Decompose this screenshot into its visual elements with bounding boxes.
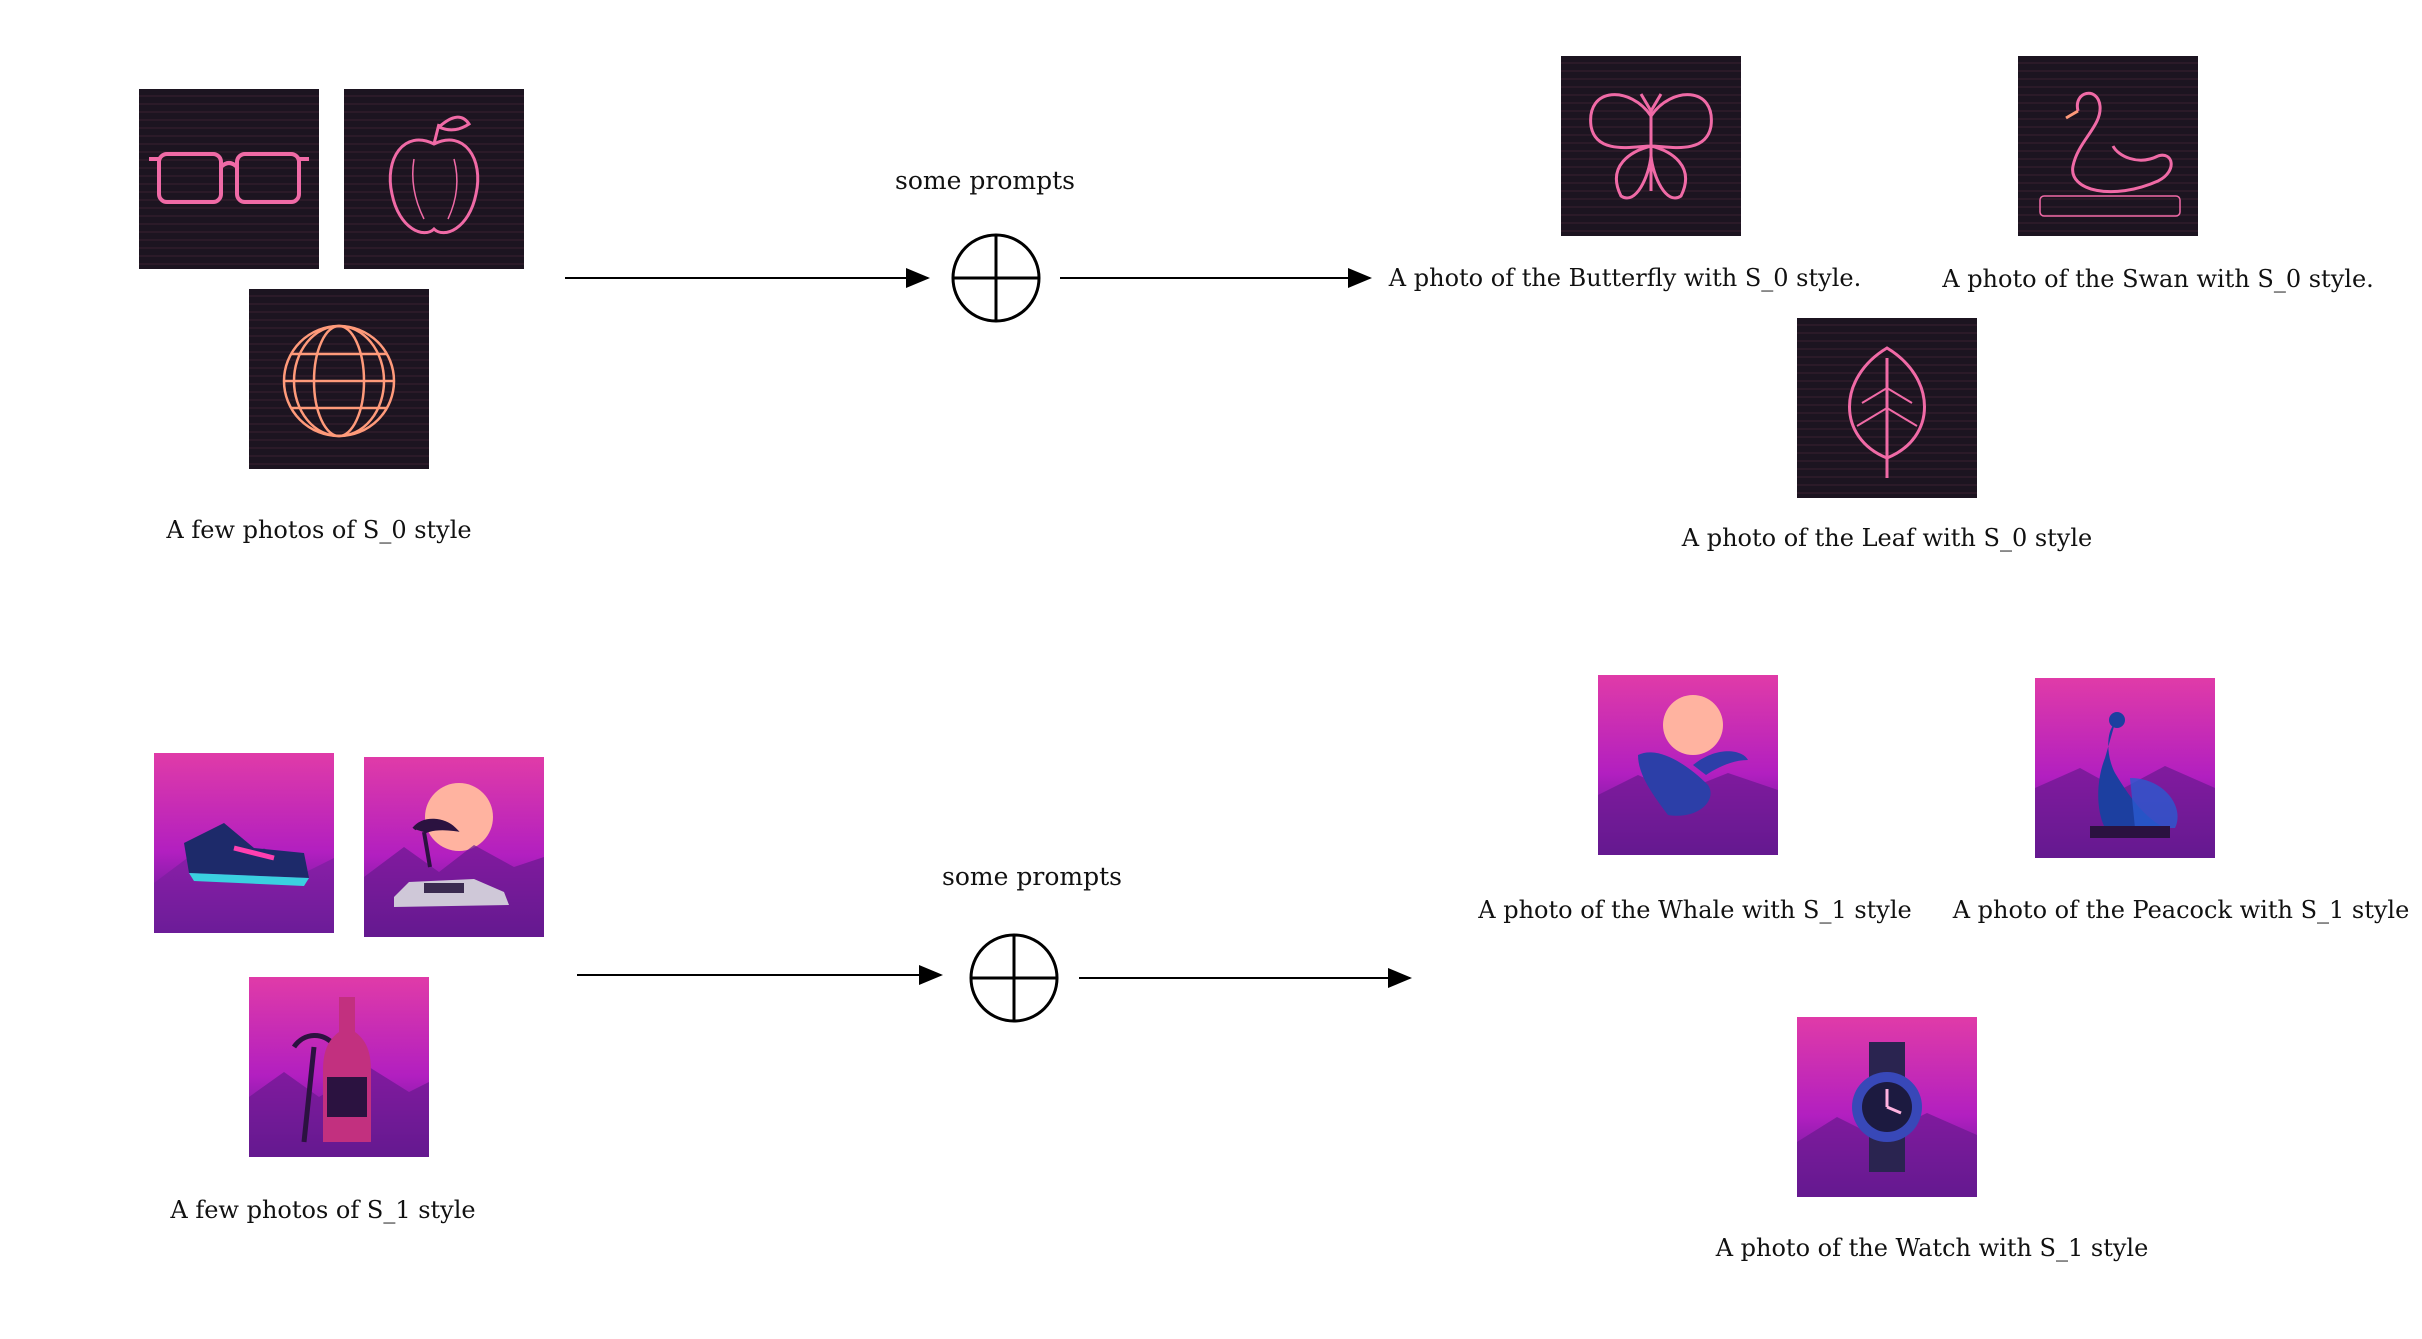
output-image-watch	[1797, 1017, 1977, 1197]
bottle-icon	[323, 997, 371, 1142]
output-caption-butterfly: A photo of the Butterfly with S_0 style.	[1388, 264, 1862, 292]
sphere-icon	[282, 324, 396, 438]
input-image-glasses	[139, 89, 319, 269]
input-image-apple	[344, 89, 524, 269]
output-image-swan	[2018, 56, 2198, 236]
leaf-icon	[1848, 346, 1926, 478]
input-caption-1: A few photos of S_1 style	[170, 1196, 476, 1224]
output-caption-swan: A photo of the Swan with S_0 style.	[1942, 265, 2374, 293]
car-icon	[394, 818, 509, 907]
output-image-peacock	[2035, 678, 2215, 858]
input-image-bottle	[249, 977, 429, 1157]
input-image-sphere	[249, 289, 429, 469]
butterfly-icon	[1589, 93, 1713, 200]
input-caption-0: A few photos of S_0 style	[166, 516, 472, 544]
output-image-whale	[1598, 675, 1778, 855]
glasses-icon	[149, 152, 309, 204]
output-caption-whale: A photo of the Whale with S_1 style	[1478, 896, 1912, 924]
peacock-icon	[2090, 712, 2178, 838]
operator-label-0: some prompts	[895, 166, 1075, 195]
output-image-leaf	[1797, 318, 1977, 498]
input-image-sneaker	[154, 753, 334, 933]
output-caption-leaf: A photo of the Leaf with S_0 style	[1681, 524, 2093, 552]
watch-icon	[1852, 1042, 1922, 1172]
whale-icon	[1638, 751, 1748, 816]
operator-label-1: some prompts	[942, 862, 1122, 891]
output-caption-watch: A photo of the Watch with S_1 style	[1715, 1234, 2149, 1262]
input-image-car	[364, 757, 544, 937]
output-caption-peacock: A photo of the Peacock with S_1 style	[1952, 896, 2410, 924]
swan-icon	[2039, 91, 2181, 217]
apple-icon	[388, 115, 480, 235]
output-image-butterfly	[1561, 56, 1741, 236]
sneaker-icon	[184, 823, 309, 886]
